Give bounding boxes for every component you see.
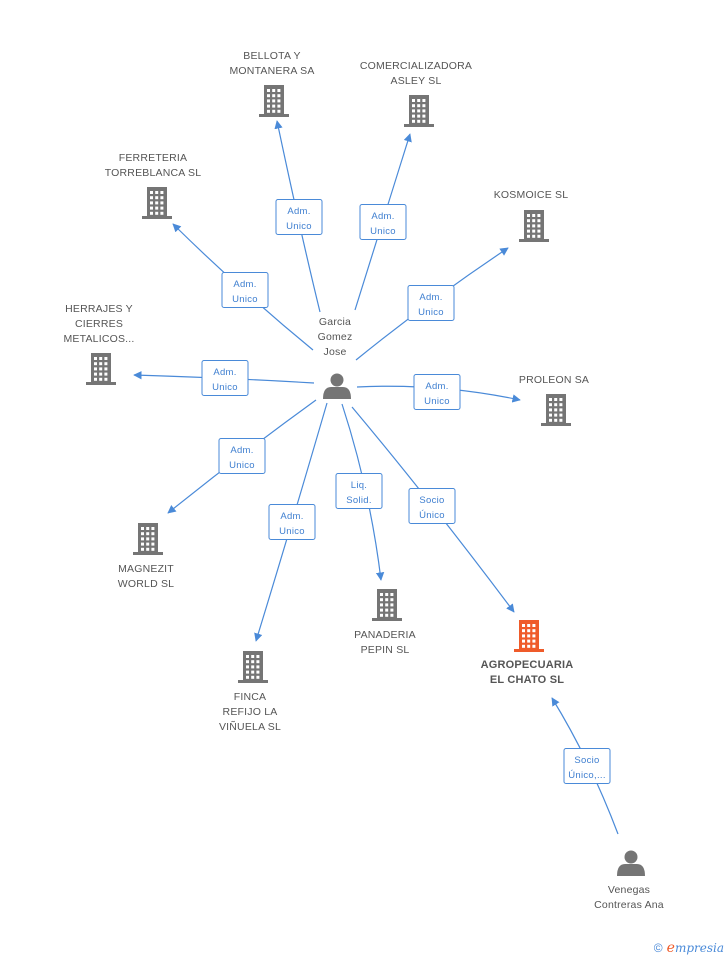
company-label-bellota: BELLOTA Y MONTANERA SA	[229, 50, 314, 77]
relation-badge-finca[interactable]: Adm. Unico	[268, 504, 316, 540]
label-line: FINCA	[234, 691, 267, 703]
relation-badge-herrajes[interactable]: Adm. Unico	[201, 360, 249, 396]
label-line: HERRAJES Y	[65, 303, 133, 315]
relation-text: Adm.	[419, 292, 442, 303]
label-line: REFIJO LA	[223, 706, 278, 718]
relation-text: Unico	[424, 396, 450, 407]
label-line: WORLD SL	[118, 578, 174, 590]
label-line: Jose	[324, 346, 347, 358]
relation-badge-proleon[interactable]: Adm. Unico	[413, 374, 461, 410]
person-icon-venegas[interactable]	[617, 850, 645, 877]
building-icon-proleon[interactable]	[541, 394, 571, 426]
label-line: TORREBLANCA SL	[105, 167, 202, 179]
relation-text: Socio	[574, 755, 599, 766]
relation-text: Adm.	[280, 511, 303, 522]
relation-badge-venegas_agropecuaria[interactable]: SocioÚnico,...	[563, 748, 611, 784]
relation-badge-panaderia[interactable]: Liq. Solid.	[335, 473, 383, 509]
company-label-herrajes: HERRAJES Y CIERRES METALICOS...	[63, 303, 134, 345]
label-line: AGROPECUARIA	[481, 659, 574, 671]
building-icon-comercializadora[interactable]	[404, 95, 434, 127]
label-line: MAGNEZIT	[118, 563, 174, 575]
label-line: CIERRES	[75, 318, 123, 330]
company-label-finca: FINCA REFIJO LA VIÑUELA SL	[219, 691, 281, 733]
brand-logo: ©empresia	[654, 940, 724, 956]
label-line: FERRETERIA	[119, 152, 188, 164]
relation-text: Adm.	[287, 206, 310, 217]
relation-text: Adm.	[371, 211, 394, 222]
building-icon-finca[interactable]	[238, 651, 268, 683]
company-label-ferreteria: FERRETERIA TORREBLANCA SL	[105, 152, 202, 179]
building-icon-herrajes[interactable]	[86, 353, 116, 385]
relation-text: Adm.	[233, 279, 256, 290]
label-line: METALICOS...	[63, 333, 134, 345]
label-line: KOSMOICE SL	[494, 189, 569, 201]
brand-name: mpresia	[674, 941, 724, 955]
label-line: COMERCIALIZADORA	[360, 60, 472, 72]
building-icon-agropecuaria[interactable]	[514, 620, 544, 652]
label-line: Venegas	[608, 884, 650, 896]
relation-text: Unico	[212, 382, 238, 393]
relation-text: Único,...	[568, 770, 606, 781]
company-label-agropecuaria: AGROPECUARIA EL CHATO SL	[481, 659, 574, 686]
relation-badge-comercializadora[interactable]: Adm. Unico	[359, 204, 407, 240]
brand-initial: e	[666, 940, 675, 956]
company-label-panaderia: PANADERIA PEPIN SL	[354, 629, 416, 656]
relation-text: Solid.	[346, 495, 372, 506]
person-icon-garcia[interactable]	[323, 373, 351, 400]
relation-text: Adm.	[230, 445, 253, 456]
company-label-kosmoice: KOSMOICE SL	[494, 189, 569, 201]
copyright-mark: ©	[653, 941, 663, 955]
label-line: PROLEON SA	[519, 374, 589, 386]
building-icon-bellota[interactable]	[259, 85, 289, 117]
relation-text: Unico	[229, 460, 255, 471]
label-line: VIÑUELA SL	[219, 720, 281, 733]
building-icon-ferreteria[interactable]	[142, 187, 172, 219]
building-icon-kosmoice[interactable]	[519, 210, 549, 242]
label-line: Contreras Ana	[594, 899, 664, 911]
relation-text: Liq.	[351, 480, 368, 491]
company-label-magnezit: MAGNEZIT WORLD SL	[118, 563, 174, 590]
building-icon-magnezit[interactable]	[133, 523, 163, 555]
label-line: PANADERIA	[354, 629, 416, 641]
relation-text: Socio	[419, 495, 444, 506]
label-line: PEPIN SL	[361, 644, 410, 656]
relation-text: Único	[419, 510, 445, 521]
label-line: Gomez	[318, 331, 353, 343]
relation-text: Unico	[418, 307, 444, 318]
relation-text: Adm.	[213, 367, 236, 378]
relation-badge-kosmoice[interactable]: Adm. Unico	[407, 285, 455, 321]
label-line: BELLOTA Y	[243, 50, 300, 62]
label-line: ASLEY SL	[390, 75, 441, 87]
relation-text: Unico	[279, 526, 305, 537]
relation-text: Unico	[232, 294, 258, 305]
label-line: Garcia	[319, 316, 351, 328]
label-line: MONTANERA SA	[229, 65, 314, 77]
relation-text: Unico	[286, 221, 312, 232]
relation-text: Unico	[370, 226, 396, 237]
relation-badge-bellota[interactable]: Adm. Unico	[275, 199, 323, 235]
relation-text: Adm.	[425, 381, 448, 392]
company-label-proleon: PROLEON SA	[519, 374, 589, 386]
relation-badge-magnezit[interactable]: Adm. Unico	[218, 438, 266, 474]
relation-badge-ferreteria[interactable]: Adm. Unico	[221, 272, 269, 308]
company-label-comercializadora: COMERCIALIZADORA ASLEY SL	[360, 60, 472, 87]
label-line: EL CHATO SL	[490, 674, 564, 686]
building-icon-panaderia[interactable]	[372, 589, 402, 621]
